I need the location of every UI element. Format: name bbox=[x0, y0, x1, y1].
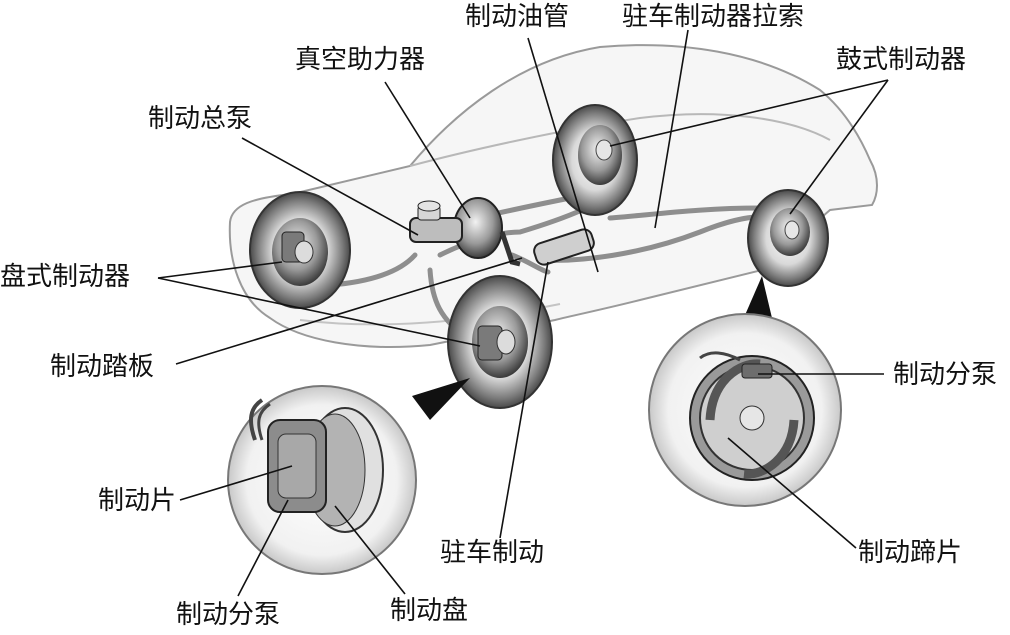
leader-disc-brake-1 bbox=[157, 261, 283, 279]
leader-master-cylinder bbox=[241, 137, 419, 236]
label-parking-brake: 驻车制动 bbox=[440, 538, 545, 568]
leader-parking-brake bbox=[499, 261, 549, 539]
leader-brake-disc bbox=[334, 505, 406, 595]
pedal-and-lever bbox=[499, 228, 595, 267]
label-brake-pad: 制动片 bbox=[98, 486, 177, 516]
leader-wheel-cylinder-left bbox=[237, 499, 289, 597]
label-brake-shoe: 制动蹄片 bbox=[858, 538, 963, 568]
label-disc-brake: 盘式制动器 bbox=[0, 262, 131, 292]
label-drum-brake: 鼓式制动器 bbox=[836, 45, 967, 75]
drum-brake-detail bbox=[648, 313, 842, 507]
leader-brake-line bbox=[527, 37, 599, 273]
leader-disc-brake-2 bbox=[157, 277, 481, 347]
front-right-wheel bbox=[447, 275, 553, 409]
leader-drum-brake-1 bbox=[609, 79, 889, 147]
leader-drum-brake-2 bbox=[789, 79, 889, 215]
leader-brake-shoe bbox=[727, 437, 857, 549]
leader-vacuum-booster bbox=[384, 81, 471, 219]
label-parking-brake-cable: 驻车制动器拉索 bbox=[622, 2, 805, 32]
leader-parking-cable bbox=[654, 29, 689, 229]
zoom-cone-disc bbox=[412, 378, 470, 420]
label-brake-line: 制动油管 bbox=[465, 2, 570, 32]
label-wheel-cylinder-right: 制动分泵 bbox=[893, 360, 998, 390]
label-vacuum-booster: 真空助力器 bbox=[295, 45, 426, 75]
leader-brake-pad bbox=[179, 465, 293, 501]
label-brake-disc: 制动盘 bbox=[390, 596, 469, 626]
disc-brake-detail bbox=[227, 385, 417, 575]
label-brake-pedal: 制动踏板 bbox=[50, 352, 155, 382]
zoom-cone-drum bbox=[742, 276, 772, 322]
rear-right-wheel bbox=[747, 189, 829, 287]
leader-brake-pedal bbox=[175, 257, 523, 365]
label-master-cylinder: 制动总泵 bbox=[148, 104, 253, 134]
leader-lines bbox=[157, 29, 889, 597]
rear-left-wheel bbox=[552, 104, 638, 216]
label-wheel-cylinder-left: 制动分泵 bbox=[176, 600, 281, 630]
front-left-wheel bbox=[249, 191, 351, 309]
